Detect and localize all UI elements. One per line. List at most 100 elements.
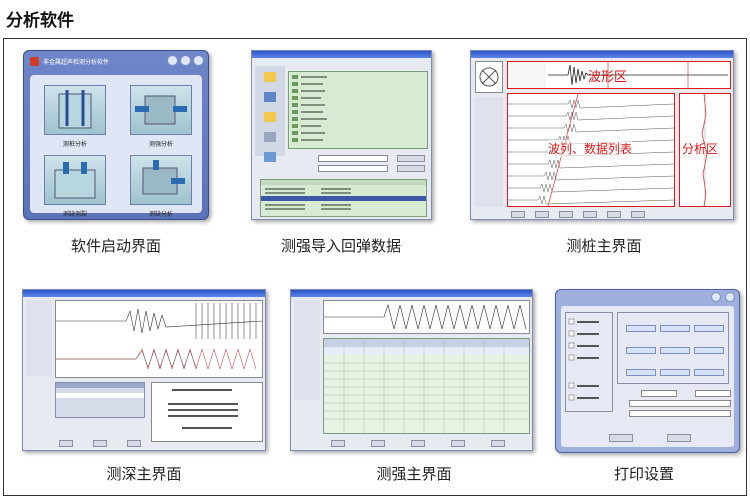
wave-column-region-label: 波列、数据列表	[548, 140, 633, 157]
strength-data-grid[interactable]	[323, 338, 530, 434]
print-header-group	[617, 312, 729, 384]
waveform-region: 波形区	[507, 61, 731, 89]
header-field[interactable]	[694, 325, 724, 332]
print-checkboxes	[568, 318, 599, 401]
header-field[interactable]	[626, 347, 656, 354]
header-field[interactable]	[660, 369, 690, 376]
pile-toolbar-button[interactable]	[631, 211, 645, 218]
recent-folder-icon[interactable]	[264, 72, 276, 82]
wave-column-region: 波列、数据列表	[507, 93, 675, 207]
header-field[interactable]	[660, 347, 690, 354]
defect-analysis-tile[interactable]	[130, 155, 192, 205]
pile-param-column	[475, 97, 503, 207]
header-field[interactable]	[694, 369, 724, 376]
page-footer-field[interactable]	[629, 410, 731, 417]
print-close-button[interactable]	[725, 292, 735, 302]
tile-label: 测缺分析	[148, 211, 173, 218]
instrument-serial-field[interactable]	[695, 390, 731, 397]
section-diagram-icon	[479, 67, 499, 87]
depth-waveform-panel	[55, 300, 263, 378]
print-ok-button[interactable]	[609, 434, 633, 442]
filename-field[interactable]	[318, 155, 388, 162]
depth-window-thumbnail	[22, 289, 266, 451]
depth-param-column	[26, 300, 52, 376]
pile-toolbar-button[interactable]	[607, 211, 621, 218]
depth-toolbar-button[interactable]	[127, 440, 141, 447]
record-table-rows	[261, 180, 426, 210]
startup-body: 测桩分析 测强分析 测缺测裂 测缺分析	[30, 75, 202, 218]
crack-test-tile[interactable]	[44, 155, 106, 205]
pile-analysis-tile[interactable]	[44, 85, 106, 135]
header-field[interactable]	[626, 369, 656, 376]
strength-analysis-tile[interactable]	[130, 85, 192, 135]
import-caption: 测强导入回弹数据	[280, 237, 401, 255]
header-field[interactable]	[626, 325, 656, 332]
places-bar	[255, 66, 285, 162]
close-button[interactable]	[193, 55, 204, 66]
tile-label: 测缺测裂	[62, 211, 87, 218]
strength-waveform-panel	[323, 300, 530, 334]
depth-title-bar	[23, 290, 265, 297]
print-cancel-button[interactable]	[667, 434, 691, 442]
file-list[interactable]	[288, 71, 428, 149]
startup-title-bar: 非金属超声检测分析软件	[24, 51, 208, 71]
strength-title-bar	[291, 290, 532, 297]
computer-icon[interactable]	[264, 132, 276, 142]
network-icon[interactable]	[264, 152, 276, 162]
print-content-group	[565, 312, 613, 412]
pile-toolbar-button[interactable]	[535, 211, 549, 218]
strength-toolbar-button[interactable]	[411, 440, 425, 447]
strength-toolbar-button[interactable]	[451, 440, 465, 447]
pile-test-icon	[58, 90, 92, 129]
pile-toolbar-button[interactable]	[583, 211, 597, 218]
instrument-model-field[interactable]	[641, 390, 677, 397]
open-button[interactable]	[397, 155, 425, 162]
strength-caption: 测强主界面	[376, 465, 452, 483]
pile-info-panel	[475, 61, 503, 93]
cancel-button[interactable]	[397, 165, 425, 172]
pile-toolbar-button[interactable]	[511, 211, 525, 218]
print-caption: 打印设置	[613, 465, 674, 483]
minimize-button[interactable]	[167, 55, 178, 66]
record-table[interactable]	[260, 179, 427, 217]
strength-param-column	[294, 300, 320, 400]
startup-window-title: 非金属超声检测分析软件	[43, 58, 110, 66]
import-window-thumbnail	[251, 50, 432, 220]
strength-toolbar-button[interactable]	[371, 440, 385, 447]
pile-caption: 测桩主界面	[566, 237, 642, 255]
page-header-field[interactable]	[629, 400, 731, 407]
print-body	[561, 306, 734, 447]
strength-waveform-plot	[324, 303, 527, 330]
documents-icon[interactable]	[264, 112, 276, 122]
defect-test-icon	[142, 160, 185, 195]
print-minimize-button[interactable]	[711, 292, 721, 302]
strength-test-icon	[135, 95, 187, 125]
crack-test-icon	[54, 162, 96, 199]
pile-toolbar-button[interactable]	[559, 211, 573, 218]
pile-window-thumbnail: 波形区 波列、数据列表	[470, 50, 734, 220]
waveform-plot	[508, 62, 728, 88]
import-title-bar	[252, 51, 431, 58]
depth-caption: 测深主界面	[106, 465, 182, 483]
strength-toolbar-button[interactable]	[491, 440, 505, 447]
print-title-bar	[556, 290, 739, 304]
strength-toolbar-button[interactable]	[331, 440, 345, 447]
desktop-icon[interactable]	[264, 92, 276, 102]
depth-table-rows	[56, 383, 144, 398]
waveform-region-label: 波形区	[588, 70, 628, 85]
depth-result-text	[168, 389, 238, 429]
depth-waveform-plot	[56, 303, 263, 370]
header-field[interactable]	[660, 325, 690, 332]
tile-label: 测强分析	[148, 141, 173, 148]
maximize-button[interactable]	[180, 55, 191, 66]
screenshots-frame: 非金属超声检测分析软件 测桩分析 测强分析 测缺测裂 测缺分析 软件启动界面	[3, 38, 747, 496]
startup-window-thumbnail: 非金属超声检测分析软件 测桩分析 测强分析 测缺测裂 测缺分析	[23, 50, 209, 220]
header-field[interactable]	[694, 347, 724, 354]
depth-toolbar-button[interactable]	[93, 440, 107, 447]
print-window-thumbnail	[555, 289, 740, 453]
depth-toolbar-button[interactable]	[59, 440, 73, 447]
depth-data-table[interactable]	[55, 382, 145, 418]
tile-label: 测桩分析	[62, 141, 87, 148]
analysis-region: 分析区	[679, 93, 731, 207]
filetype-select[interactable]	[318, 165, 388, 172]
